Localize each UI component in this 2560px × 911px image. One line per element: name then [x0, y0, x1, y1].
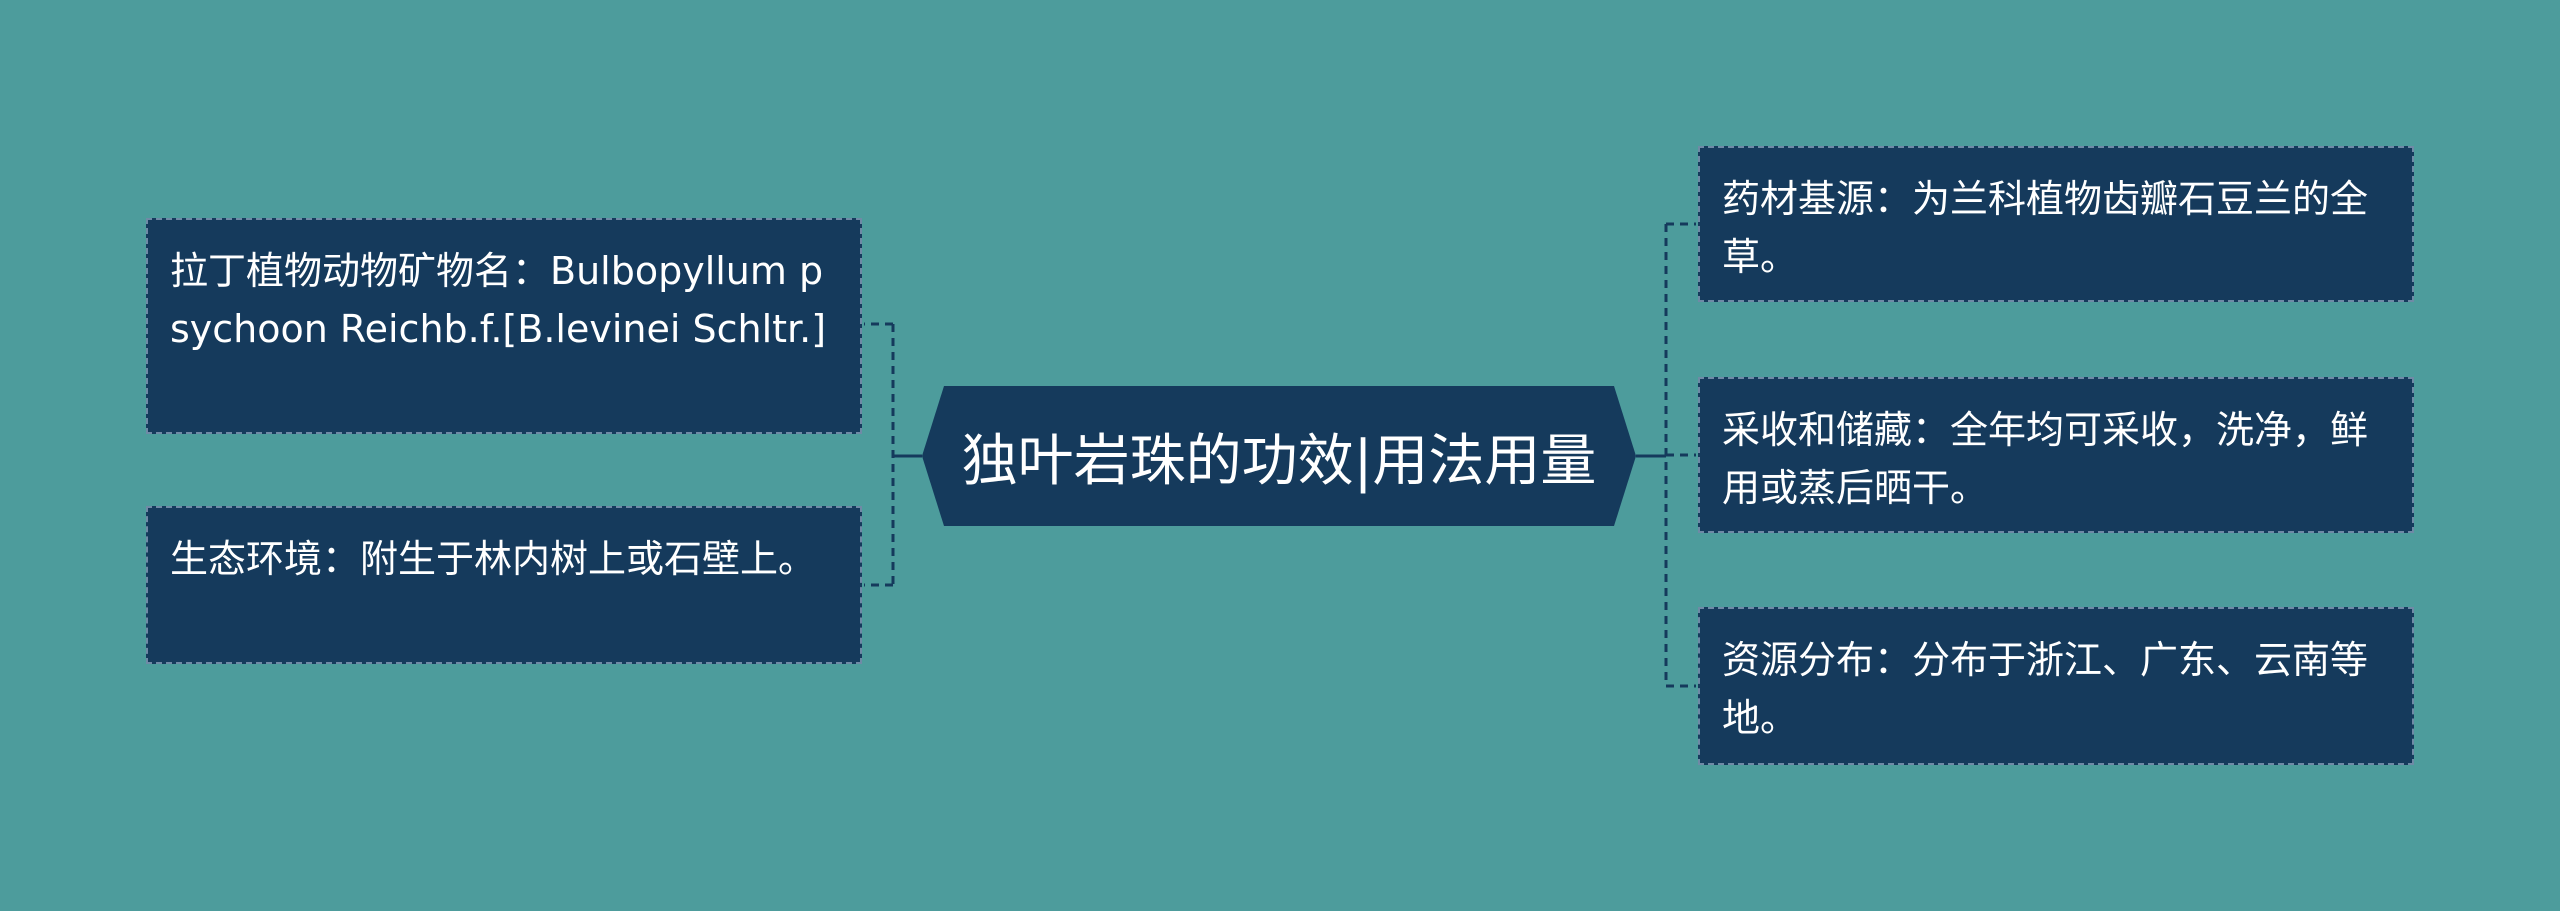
topic-node-habitat[interactable]: 生态环境：附生于林内树上或石壁上。 — [146, 506, 862, 664]
topic-node-source[interactable]: 药材基源：为兰科植物齿瓣石豆兰的全草。 — [1698, 146, 2414, 302]
topic-text: 资源分布：分布于浙江、广东、云南等地。 — [1722, 638, 2369, 740]
topic-text: 采收和储藏：全年均可采收，洗净，鲜用或蒸后晒干。 — [1722, 408, 2369, 510]
topic-text: 生态环境：附生于林内树上或石壁上。 — [170, 537, 817, 581]
central-topic-node[interactable]: 独叶岩珠的功效|用法用量 — [922, 386, 1636, 526]
topic-node-distribution[interactable]: 资源分布：分布于浙江、广东、云南等地。 — [1698, 607, 2414, 765]
topic-text: 药材基源：为兰科植物齿瓣石豆兰的全草。 — [1722, 177, 2369, 279]
topic-node-harvest-storage[interactable]: 采收和储藏：全年均可采收，洗净，鲜用或蒸后晒干。 — [1698, 377, 2414, 533]
topic-node-latin-name[interactable]: 拉丁植物动物矿物名：Bulbopyllum psychoon Reichb.f.… — [146, 218, 862, 434]
topic-text: 拉丁植物动物矿物名：Bulbopyllum psychoon Reichb.f.… — [170, 249, 827, 351]
central-topic-title: 独叶岩珠的功效|用法用量 — [961, 428, 1597, 494]
hexagon-shape — [922, 386, 1636, 526]
